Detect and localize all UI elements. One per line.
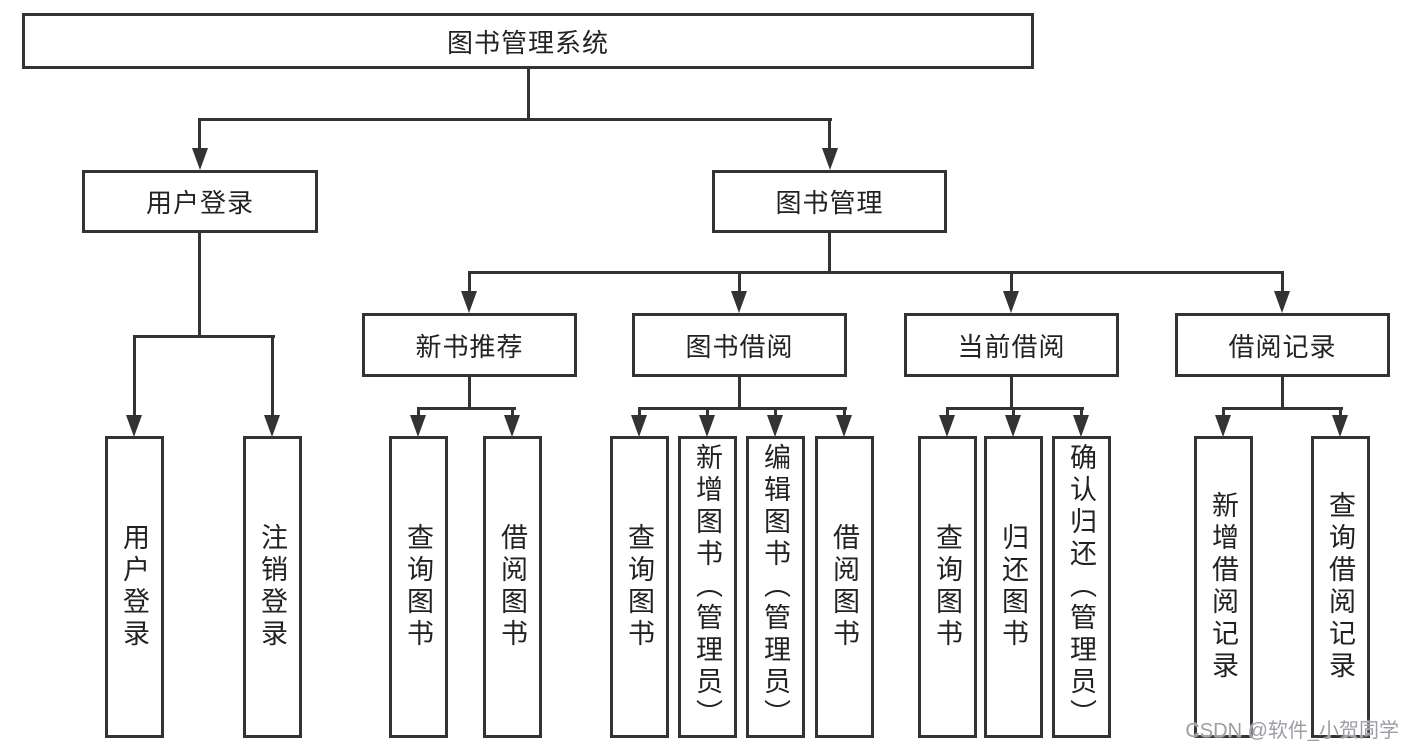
arrowhead-down-icon xyxy=(1003,291,1019,313)
arrowhead-down-icon xyxy=(767,415,783,437)
node-label: 借阅记录 xyxy=(1228,331,1337,362)
node-label: 查询借阅记录 xyxy=(1325,491,1355,683)
arrowhead-down-icon xyxy=(699,415,715,437)
connector-line xyxy=(1010,377,1013,407)
node-leaf-return-book: 归还图书 xyxy=(984,436,1043,738)
connector-line xyxy=(1281,377,1284,407)
arrowhead-down-icon xyxy=(264,415,280,437)
node-borrowing-records: 借阅记录 xyxy=(1175,313,1390,377)
node-label: 新增图书（管理员） xyxy=(692,443,722,731)
node-leaf-borrow-books-recommend: 借阅图书 xyxy=(483,436,542,738)
connector-line xyxy=(468,377,471,407)
connector-line xyxy=(511,407,514,417)
connector-line xyxy=(946,407,1084,410)
arrowhead-down-icon xyxy=(1215,415,1231,437)
connector-line xyxy=(738,271,741,293)
arrowhead-down-icon xyxy=(631,415,647,437)
node-leaf-query-books-current: 查询图书 xyxy=(918,436,977,738)
node-label: 借阅图书 xyxy=(497,523,527,651)
node-label: 图书管理系统 xyxy=(446,27,609,58)
connector-line xyxy=(271,335,274,417)
node-label: 图书管理 xyxy=(775,188,884,218)
connector-line xyxy=(198,118,201,150)
connector-line xyxy=(468,271,1284,274)
node-leaf-logout: 注销登录 xyxy=(243,436,302,738)
node-book-management-branch: 图书管理 xyxy=(712,170,947,233)
arrowhead-down-icon xyxy=(126,415,142,437)
node-label: 查询图书 xyxy=(932,523,962,651)
node-label: 图书借阅 xyxy=(685,331,794,362)
node-label: 查询图书 xyxy=(624,523,654,651)
connector-line xyxy=(198,118,832,121)
connector-line xyxy=(417,407,516,410)
node-label: 新书推荐 xyxy=(415,331,524,362)
node-label: 归还图书 xyxy=(998,523,1028,651)
node-label: 借阅图书 xyxy=(829,523,859,651)
arrowhead-down-icon xyxy=(836,415,852,437)
connector-line xyxy=(828,233,831,271)
connector-line xyxy=(1222,407,1343,410)
arrowhead-down-icon xyxy=(410,415,426,437)
connector-line xyxy=(843,407,846,417)
connector-line xyxy=(1080,407,1083,417)
arrowhead-down-icon xyxy=(1332,415,1348,437)
connector-line xyxy=(1339,407,1342,417)
connector-line xyxy=(1010,271,1013,293)
connector-line xyxy=(133,335,136,417)
node-user-login-branch: 用户登录 xyxy=(82,170,318,233)
connector-line xyxy=(946,407,949,417)
watermark-text: CSDN @软件_小贺同学 xyxy=(1185,720,1399,742)
node-label: 用户登录 xyxy=(119,523,149,651)
connector-line xyxy=(774,407,777,417)
connector-line xyxy=(738,377,741,407)
connector-line xyxy=(198,233,201,335)
connector-line xyxy=(527,69,530,118)
node-leaf-add-book-admin: 新增图书（管理员） xyxy=(678,436,737,738)
arrowhead-down-icon xyxy=(1274,291,1290,313)
node-label: 注销登录 xyxy=(257,523,287,651)
node-label: 编辑图书（管理员） xyxy=(760,443,790,731)
arrowhead-down-icon xyxy=(504,415,520,437)
arrowhead-down-icon xyxy=(192,148,208,170)
connector-line xyxy=(1012,407,1015,417)
node-leaf-edit-book-admin: 编辑图书（管理员） xyxy=(746,436,805,738)
connector-line xyxy=(1281,271,1284,293)
node-leaf-borrow-books-borrowing: 借阅图书 xyxy=(815,436,874,738)
node-leaf-query-books-borrowing: 查询图书 xyxy=(610,436,669,738)
arrowhead-down-icon xyxy=(461,291,477,313)
node-leaf-user-login: 用户登录 xyxy=(105,436,164,738)
arrowhead-down-icon xyxy=(1073,415,1089,437)
node-new-book-recommend: 新书推荐 xyxy=(362,313,577,377)
connector-line xyxy=(417,407,420,417)
node-label: 确认归还（管理员） xyxy=(1066,443,1096,731)
arrowhead-down-icon xyxy=(731,291,747,313)
connector-line xyxy=(468,271,471,293)
node-leaf-confirm-return-admin: 确认归还（管理员） xyxy=(1052,436,1111,738)
node-book-borrowing: 图书借阅 xyxy=(632,313,847,377)
node-label: 新增借阅记录 xyxy=(1208,491,1238,683)
connector-line xyxy=(828,118,831,150)
arrowhead-down-icon xyxy=(1005,415,1021,437)
node-leaf-add-borrow-record: 新增借阅记录 xyxy=(1194,436,1253,738)
node-root: 图书管理系统 xyxy=(22,13,1034,69)
connector-line xyxy=(638,407,641,417)
connector-line xyxy=(133,335,275,338)
node-label: 用户登录 xyxy=(145,188,254,218)
arrowhead-down-icon xyxy=(939,415,955,437)
arrowhead-down-icon xyxy=(822,148,838,170)
connector-line xyxy=(1222,407,1225,417)
connector-line xyxy=(706,407,709,417)
node-leaf-query-borrow-record: 查询借阅记录 xyxy=(1311,436,1370,738)
connector-line xyxy=(638,407,847,410)
node-label: 查询图书 xyxy=(403,523,433,651)
node-label: 当前借阅 xyxy=(957,331,1066,362)
node-leaf-query-books-recommend: 查询图书 xyxy=(389,436,448,738)
node-current-borrowing: 当前借阅 xyxy=(904,313,1119,377)
